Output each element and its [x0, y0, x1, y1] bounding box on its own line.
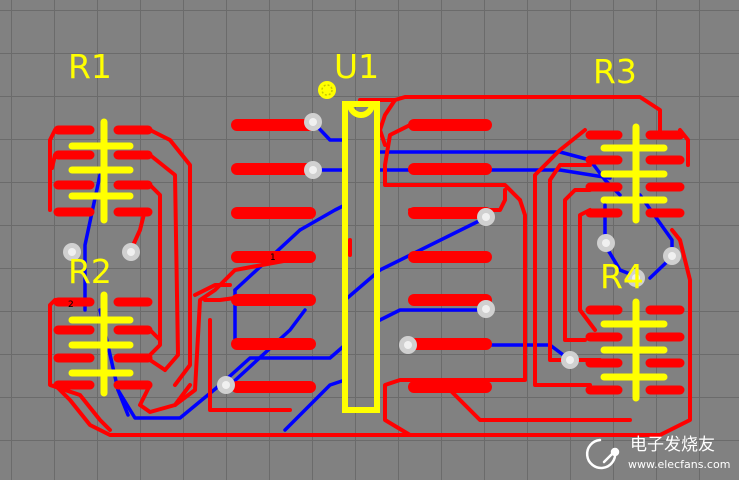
via [217, 376, 235, 394]
watermark: 电子发烧友 www.elecfans.com [585, 435, 730, 471]
top-trace [563, 188, 592, 342]
top-trace [448, 388, 632, 422]
top-trace [378, 98, 397, 147]
top-trace [548, 163, 602, 362]
bottom-trace [283, 378, 347, 432]
top-trace [533, 128, 592, 387]
pin-marker-r2-2: 2 [68, 300, 74, 310]
bottom-trace [298, 203, 347, 232]
bottom-trace [378, 308, 487, 322]
via [627, 269, 645, 287]
bottom-trace [638, 193, 674, 259]
top-trace [208, 318, 292, 412]
via [663, 247, 681, 265]
r2-pads [53, 297, 153, 390]
top-trace [173, 256, 302, 407]
designator-r1: R1 [68, 47, 112, 86]
pin-marker-u1-1: 1 [270, 253, 276, 263]
via [304, 113, 322, 131]
u1-pin1-dot [318, 81, 336, 99]
bottom-trace [98, 308, 222, 420]
designator-u1: U1 [334, 47, 379, 86]
vias [63, 113, 681, 394]
top-trace [458, 198, 527, 382]
u1-pads [231, 119, 492, 393]
top-trace [48, 298, 112, 432]
top-trace [148, 183, 162, 357]
via [63, 243, 81, 261]
r3-pads [585, 130, 685, 218]
via [561, 351, 579, 369]
top-trace [193, 283, 232, 297]
top-layer-traces [48, 95, 692, 437]
via [399, 336, 417, 354]
top-trace [203, 296, 237, 302]
bottom-trace [378, 216, 487, 272]
via [304, 161, 322, 179]
top-trace [53, 383, 432, 437]
via [477, 208, 495, 226]
designator-r3: R3 [593, 52, 637, 91]
r1-pads [53, 125, 153, 217]
via [477, 300, 495, 318]
silkscreen-r4 [600, 298, 668, 402]
silkscreen-r3 [600, 123, 668, 224]
watermark-logo-icon [585, 438, 620, 470]
silkscreen-u1 [342, 101, 380, 413]
bottom-trace [228, 308, 307, 387]
top-trace [138, 383, 192, 414]
watermark-brand: 电子发烧友 [630, 435, 715, 455]
top-trace [148, 153, 180, 372]
top-trace [383, 228, 692, 437]
top-trace [578, 208, 597, 332]
top-trace [358, 95, 662, 137]
designator-r4: R4 [600, 257, 644, 296]
bottom-trace [116, 388, 130, 417]
designator-r2: R2 [68, 252, 112, 291]
watermark-url: www.elecfans.com [628, 458, 730, 471]
r4-pads [585, 305, 685, 395]
top-trace [48, 128, 57, 212]
bottom-trace [218, 343, 347, 387]
top-trace [383, 123, 522, 202]
via [597, 234, 615, 252]
u1-outline [342, 101, 380, 413]
silkscreen-r2 [68, 291, 134, 397]
u1-notch [347, 103, 375, 118]
silkscreen-r1 [68, 118, 134, 224]
top-trace [148, 128, 192, 387]
via [122, 243, 140, 261]
top-trace [148, 358, 167, 372]
